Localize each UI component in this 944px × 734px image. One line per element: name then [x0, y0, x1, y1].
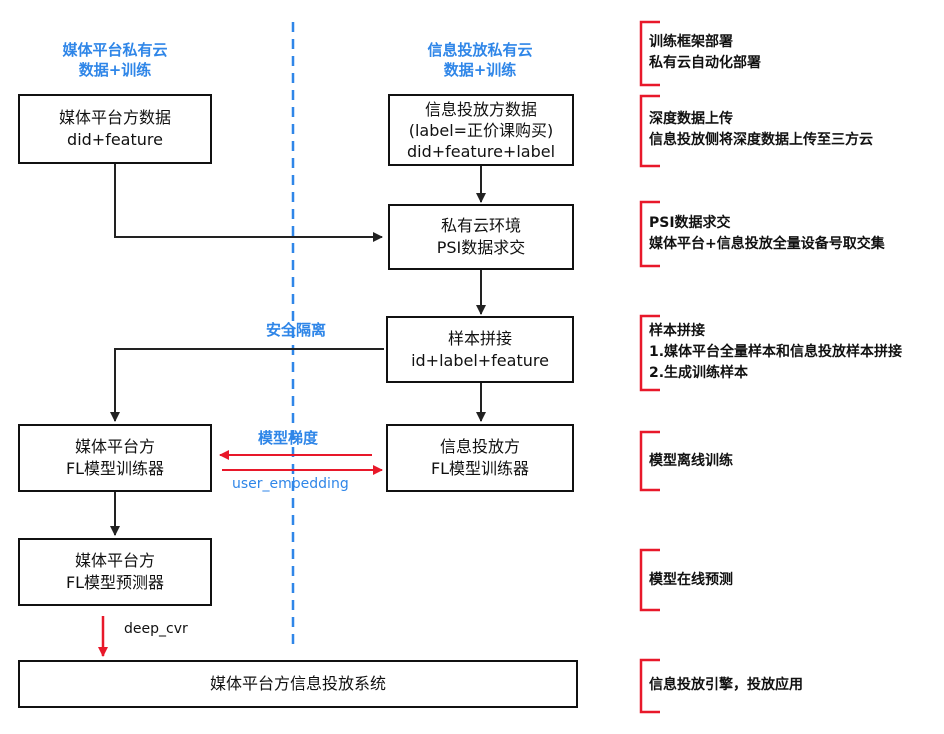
note-ad-engine: 信息投放引擎，投放应用	[649, 675, 803, 696]
sample-join-box: 样本拼接 id+label+feature	[386, 316, 574, 383]
ad-data-label: (label=正价课购买)	[408, 120, 554, 140]
note-3-line2: 媒体平台+信息投放全量设备号取交集	[649, 236, 885, 252]
user-embedding-label: user_embedding	[232, 476, 349, 492]
psi-subtitle: PSI数据求交	[436, 238, 526, 257]
media-predictor-title: 媒体平台方	[74, 551, 155, 570]
media-predictor-box: 媒体平台方 FL模型预测器	[18, 538, 212, 606]
arrow-sample-join-to-media-trainer	[110, 348, 384, 422]
media-trainer-title: 媒体平台方	[74, 437, 155, 456]
model-gradient-label: 模型梯度	[258, 429, 319, 447]
header-media-line1: 媒体平台私有云	[62, 41, 168, 59]
bracket-4	[639, 314, 660, 392]
media-ad-system-box: 媒体平台方信息投放系统	[18, 660, 578, 708]
media-platform-data-box: 媒体平台方数据 did+feature	[18, 94, 212, 164]
note-deep-data-upload: 深度数据上传 信息投放侧将深度数据上传至三方云	[649, 109, 873, 151]
media-predictor-subtitle: FL模型预测器	[65, 573, 165, 592]
note-framework-deploy: 训练框架部署 私有云自动化部署	[649, 32, 761, 74]
note-4-line1: 样本拼接	[649, 323, 705, 339]
system-title: 媒体平台方信息投放系统	[209, 674, 386, 693]
note-2-line1: 深度数据上传	[649, 111, 733, 127]
bracket-6	[639, 548, 660, 612]
media-data-fields: did+feature	[67, 130, 163, 149]
ad-data-box: 信息投放方数据 (label=正价课购买) did+feature+label	[388, 94, 574, 166]
note-online-prediction: 模型在线预测	[649, 570, 733, 591]
note-2-line2: 信息投放侧将深度数据上传至三方云	[649, 132, 873, 148]
bracket-2	[639, 94, 660, 168]
ad-trainer-title: 信息投放方	[439, 437, 520, 456]
ad-trainer-subtitle: FL模型训练器	[430, 459, 530, 478]
header-media-line2: 数据+训练	[78, 61, 152, 79]
arrow-media-data-to-psi	[114, 164, 383, 242]
note-sample-join: 样本拼接 1.媒体平台全量样本和信息投放样本拼接 2.生成训练样本	[649, 321, 902, 384]
bracket-5	[639, 430, 660, 492]
header-ad-cloud: 信息投放私有云 数据+训练	[405, 40, 555, 80]
note-3-line1: PSI数据求交	[649, 215, 731, 231]
media-trainer-box: 媒体平台方 FL模型训练器	[18, 424, 212, 492]
note-5-line1: 模型离线训练	[649, 453, 733, 469]
note-7-line1: 信息投放引擎，投放应用	[649, 677, 803, 693]
note-6-line1: 模型在线预测	[649, 572, 733, 588]
bracket-1	[639, 20, 660, 87]
psi-box: 私有云环境 PSI数据求交	[388, 204, 574, 270]
security-isolation-label: 安全隔离	[266, 321, 327, 339]
note-4-line3: 2.生成训练样本	[649, 365, 749, 381]
header-ad-line1: 信息投放私有云	[427, 41, 533, 59]
ad-trainer-box: 信息投放方 FL模型训练器	[386, 424, 574, 492]
media-trainer-subtitle: FL模型训练器	[65, 459, 165, 478]
ad-data-title: 信息投放方数据	[424, 99, 537, 119]
note-psi-intersection: PSI数据求交 媒体平台+信息投放全量设备号取交集	[649, 213, 885, 255]
header-media-cloud: 媒体平台私有云 数据+训练	[40, 40, 190, 80]
note-1-line2: 私有云自动化部署	[649, 55, 761, 71]
note-4-line2: 1.媒体平台全量样本和信息投放样本拼接	[649, 344, 903, 360]
psi-title: 私有云环境	[440, 216, 521, 235]
bracket-7	[639, 658, 660, 714]
ad-data-fields: did+feature+label	[406, 141, 556, 161]
note-brackets	[639, 20, 660, 714]
note-1-line1: 训练框架部署	[649, 34, 733, 50]
media-data-title: 媒体平台方数据	[58, 108, 171, 127]
note-offline-training: 模型离线训练	[649, 451, 733, 472]
sample-join-fields: id+label+feature	[411, 350, 549, 370]
bracket-3	[639, 200, 660, 268]
header-ad-line2: 数据+训练	[443, 61, 517, 79]
deep-cvr-label: deep_cvr	[124, 621, 188, 637]
sample-join-title: 样本拼接	[447, 328, 512, 348]
